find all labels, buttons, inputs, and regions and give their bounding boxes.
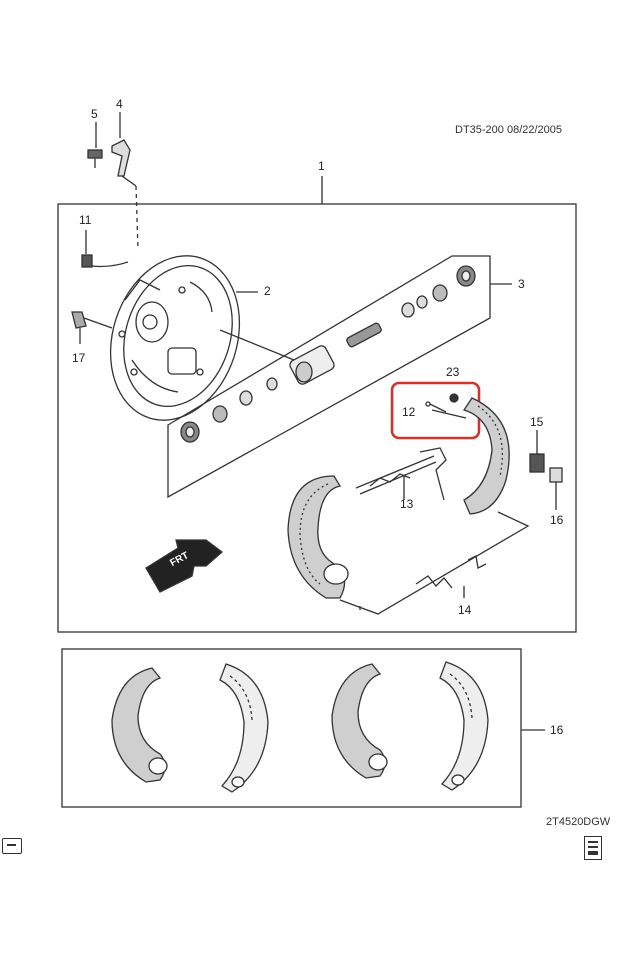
callout-11: 11 bbox=[79, 213, 92, 227]
callout-14: 14 bbox=[458, 603, 472, 617]
callout-15: 15 bbox=[530, 415, 544, 429]
kit-shoe-1 bbox=[111, 667, 168, 783]
figure-code: 2T4520DGW bbox=[546, 816, 611, 828]
kit-shoe-2 bbox=[219, 663, 269, 793]
hold-down-cup-16 bbox=[549, 467, 563, 510]
return-spring-14 bbox=[415, 555, 487, 598]
callout-17: 17 bbox=[72, 351, 86, 365]
bleeder-part-17 bbox=[71, 311, 113, 344]
callout-16-lower: 16 bbox=[550, 723, 564, 737]
assembly-frame bbox=[57, 203, 577, 633]
kit-shoe-4 bbox=[439, 661, 489, 791]
diagram-code: DT35-200 08/22/2005 bbox=[455, 124, 563, 136]
front-direction-arrow bbox=[145, 539, 224, 593]
clip-part-4 bbox=[111, 112, 131, 177]
screw-part-5 bbox=[87, 122, 103, 168]
shoe-kit-frame bbox=[61, 648, 522, 808]
cylinder-parts-upper bbox=[346, 265, 476, 348]
document-icon[interactable] bbox=[584, 836, 602, 860]
callout-2: 2 bbox=[264, 284, 271, 298]
callout-12: 12 bbox=[402, 405, 416, 419]
cylinder-parts-lower bbox=[180, 377, 278, 443]
callout-1: 1 bbox=[318, 159, 325, 173]
wheel-cylinder-frame bbox=[167, 255, 491, 499]
callout-23: 23 bbox=[446, 365, 460, 379]
callout-5: 5 bbox=[91, 107, 98, 121]
back-icon[interactable] bbox=[2, 838, 22, 854]
left-brake-shoe bbox=[287, 475, 349, 599]
callout-4: 4 bbox=[116, 97, 123, 111]
callout-16-upper: 16 bbox=[550, 513, 564, 527]
backing-plate bbox=[109, 255, 241, 421]
wheel-cylinder bbox=[219, 329, 335, 385]
adjuster-strut-13 bbox=[355, 447, 447, 501]
right-brake-shoe bbox=[462, 397, 510, 515]
hold-down-spring-15 bbox=[529, 430, 545, 473]
kit-shoe-3 bbox=[331, 663, 388, 779]
callout-13: 13 bbox=[400, 497, 414, 511]
callout-3: 3 bbox=[518, 277, 525, 291]
